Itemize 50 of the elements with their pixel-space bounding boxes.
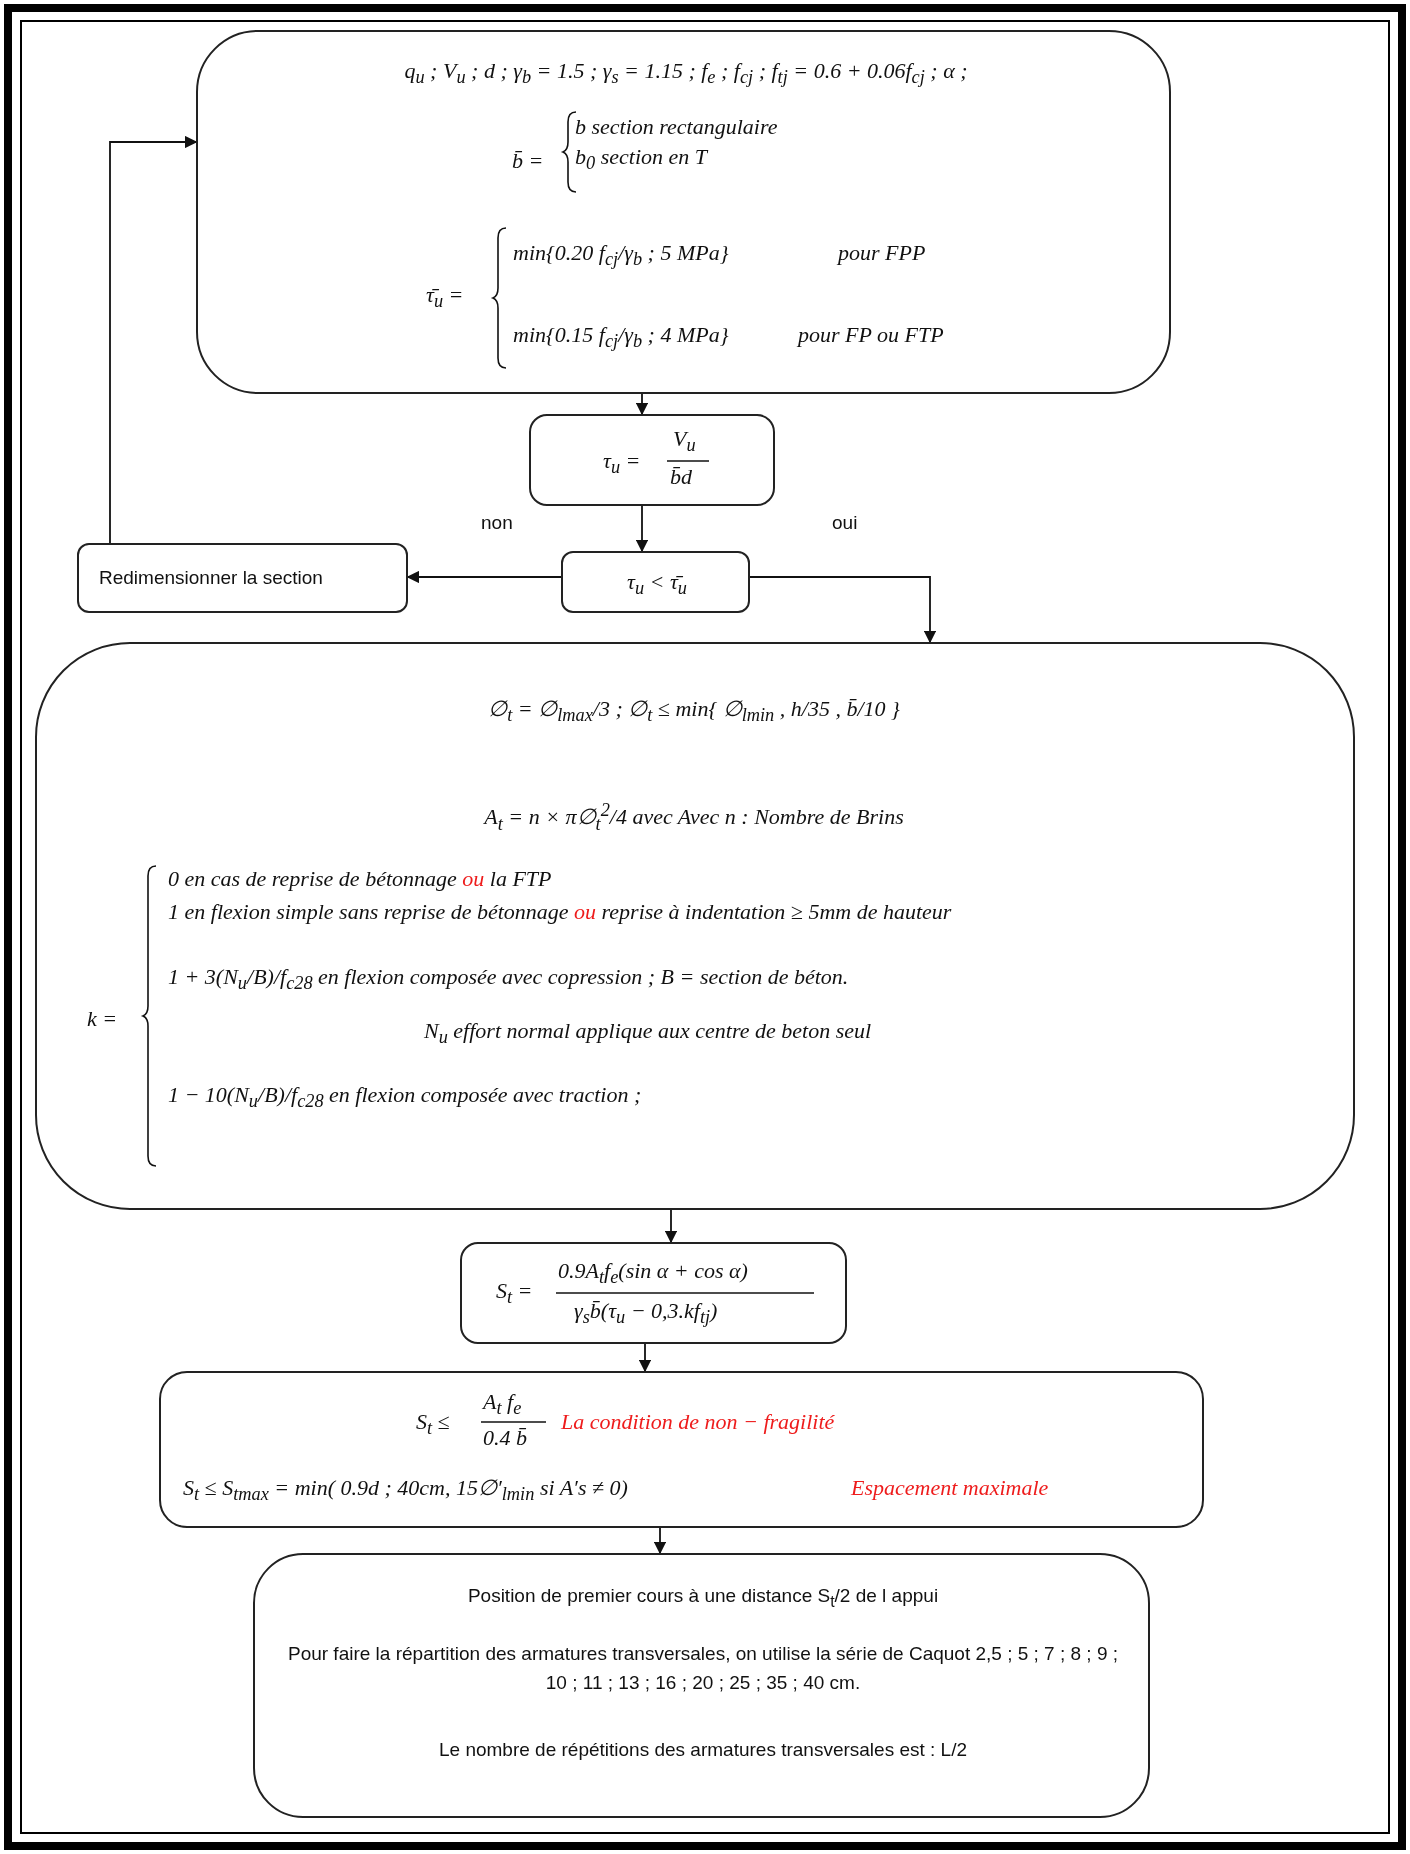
input-data-box — [196, 30, 1171, 394]
formula-text: min{0.15 f$_{cj}$/γ$_{b}$ ; 4 MPa} — [513, 322, 729, 354]
formula-text: S$_{t}$ = — [496, 1278, 533, 1310]
arrow — [635, 393, 649, 416]
formula-text: τ̄$_{u}$ = — [426, 282, 464, 314]
formula-text: S$_{t}$ ≤ S$_{tmax}$ = min( 0.9d ; 40cm, 15∅′$_{lmin}$ si A′s ≠ 0) — [183, 1475, 628, 1507]
instruction-text: Le nombre de répétitions des armatures transversales est : L/2 — [438, 1739, 968, 1762]
case-text: 1 en flexion simple sans reprise de bétonnage ou reprise à indentation ≥ 5mm de hauteur — [168, 899, 952, 926]
formula-text: γ$_{s}$b̄(τ$_{u}$ − 0,3.kf$_{tj}$) — [574, 1298, 718, 1330]
formula-text: b̄ = — [512, 148, 544, 175]
process-box — [77, 543, 408, 613]
arrow — [653, 1527, 667, 1555]
formula-text: A$_{t}$ = n × π∅$_{t}$$^{2}$/4 avec Avec n : Nombre de Brins — [484, 800, 904, 836]
arrow — [664, 1209, 678, 1244]
condition-note: pour FP ou FTP — [798, 322, 944, 349]
formula-text: 0.4 b̄ — [483, 1425, 527, 1452]
process-box — [529, 414, 775, 506]
formula-text: min{0.20 f$_{cj}$/γ$_{b}$ ; 5 MPa} — [513, 240, 729, 272]
decision-box — [561, 551, 750, 613]
formula-text: τ$_{u}$ = — [603, 448, 641, 480]
formula-text: k = — [87, 1006, 118, 1033]
formula-text: A$_{t}$ f$_{e}$ — [483, 1389, 522, 1421]
arrow — [109, 135, 198, 544]
condition-text: τ$_{u}$ < τ̄$_{u}$ — [627, 569, 687, 601]
case-text: 0 en cas de reprise de bétonnage ou la FTP — [168, 866, 552, 893]
condition-note: La condition de non − fragilité — [561, 1409, 835, 1436]
formula-text: b section rectangulaire — [575, 114, 778, 141]
formula-text: b$_{0}$ section en T — [575, 144, 707, 176]
arrow — [749, 576, 937, 644]
case-text: 1 + 3(N$_{u}$/B)/f$_{c28}$ en flexion composée avec copression ; B = section de béton. — [168, 964, 849, 996]
formula-text: 0.9A$_{t}$f$_{e}$(sin α + cos α) — [558, 1258, 748, 1290]
formula-text: S$_{t}$ ≤ — [416, 1409, 450, 1441]
arrow — [638, 1343, 652, 1373]
calculation-box — [35, 642, 1355, 1210]
formula-text: V$_{u}$ — [673, 426, 696, 458]
condition-box — [159, 1371, 1204, 1528]
arrow — [406, 570, 562, 584]
formula-text: q$_{u}$ ; V$_{u}$ ; d ; γ$_{b}$ = 1.5 ; γ$_{s}$ = 1.15 ; f$_{e}$ ; f$_{cj}$ ; f$_{tj}$ = 0.6 + 0.06f$_{cj}$ ; α ; — [404, 58, 968, 90]
action-text: Redimensionner la section — [99, 567, 323, 590]
formula-text: b̄d — [670, 464, 692, 491]
formula-text: ∅$_{t}$ = ∅$_{lmax}$/3 ; ∅$_{t}$ ≤ min{ ∅$_{lmin}$ , h/35 , b̄/10 } — [488, 696, 900, 728]
condition-note: pour FPP — [838, 240, 926, 267]
arrow — [635, 505, 649, 553]
process-box — [460, 1242, 847, 1344]
condition-note: Espacement maximale — [851, 1475, 1049, 1502]
case-text: 1 − 10(N$_{u}$/B)/f$_{c28}$ en flexion composée avec traction ; — [168, 1082, 642, 1114]
result-box — [253, 1553, 1150, 1818]
instruction-text: Pour faire la répartition des armatures transversales, on utilise la série de Caquot 2,5 ; 5 ; 7 ; 8 ; 9 ; 10 ; 11 ; 13 ; 16 ; 20 ; 25 ; 35 ; 40 cm. — [286, 1642, 1120, 1696]
instruction-text: Position de premier cours à une distance S$_{t}$/2 de l appui — [467, 1585, 939, 1612]
note-text: N$_{u}$ effort normal applique aux centre de beton seul — [424, 1018, 872, 1050]
